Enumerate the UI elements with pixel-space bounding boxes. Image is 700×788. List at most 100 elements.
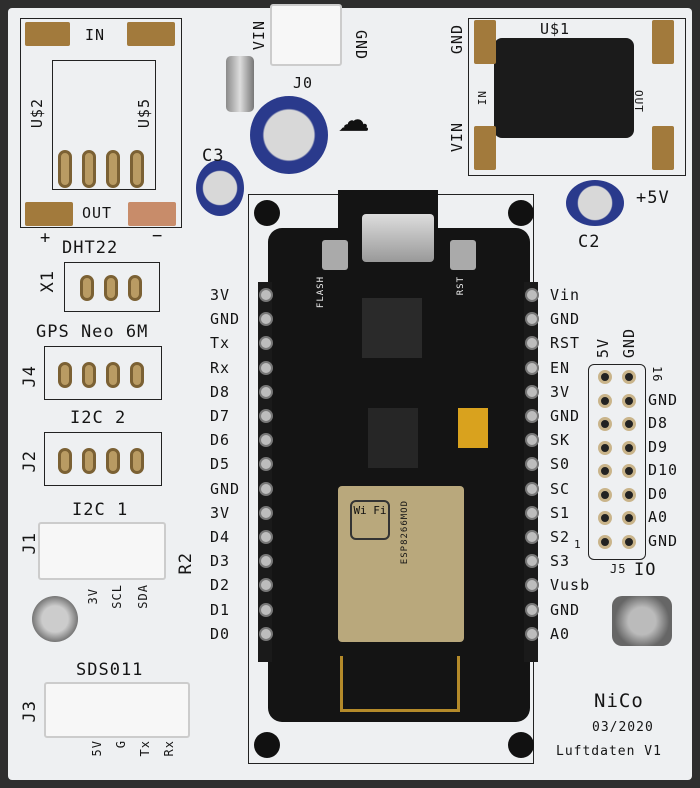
us2-label: U$2 xyxy=(28,98,46,129)
mounting-hole xyxy=(508,200,534,226)
power-connector-j0[interactable] xyxy=(270,4,342,66)
left-pin-label: D2 xyxy=(210,576,231,595)
rst-label: RST xyxy=(456,276,466,296)
mounting-hole xyxy=(508,732,534,758)
i2c1-pin: 3V xyxy=(86,588,100,605)
header-pin xyxy=(259,578,273,593)
j5-5v-label: 5V xyxy=(594,338,612,359)
out-label: OUT xyxy=(82,204,113,222)
header-pin xyxy=(525,384,539,399)
reset-button[interactable] xyxy=(450,240,476,270)
us1-label: U$1 xyxy=(540,20,571,38)
j5-pin xyxy=(598,393,612,408)
micro-usb-port[interactable] xyxy=(362,214,434,262)
buck-vin-label: VIN xyxy=(448,122,466,153)
r2-label: R2 xyxy=(176,552,196,575)
j5-pin xyxy=(598,511,612,525)
plus5v-label: +5V xyxy=(636,188,670,208)
header-pin xyxy=(525,505,539,520)
j5-pin xyxy=(622,417,636,431)
regulator-footprint xyxy=(52,60,156,190)
j5-right-label: A0 xyxy=(648,508,669,526)
dht22-connector[interactable] xyxy=(64,262,160,312)
left-pin-label: 3V xyxy=(210,503,231,522)
gps-connector[interactable] xyxy=(44,346,162,400)
sds011-connector[interactable] xyxy=(44,682,190,738)
j3-label: J3 xyxy=(20,700,40,723)
sds-pin: Tx xyxy=(138,740,152,757)
header-pin xyxy=(259,530,273,544)
pad xyxy=(58,150,72,188)
capacitor xyxy=(250,96,328,174)
wifi-logo: Wi Fi xyxy=(350,500,390,540)
pad xyxy=(128,202,176,226)
right-pin-label: S0 xyxy=(550,455,571,474)
header-pin xyxy=(525,481,539,496)
j5-label: J5 xyxy=(610,562,627,576)
date-label: 03/2020 xyxy=(592,720,654,735)
j5-pin xyxy=(598,534,612,549)
right-pin-label: GND xyxy=(550,310,581,329)
header-pin xyxy=(259,384,273,399)
pcb-antenna xyxy=(340,656,460,712)
j5-pin xyxy=(598,487,612,502)
j5-header[interactable] xyxy=(588,364,646,560)
j5-pin16-label: 16 xyxy=(650,366,664,383)
header-pin xyxy=(259,626,273,641)
standoff xyxy=(226,56,254,112)
right-pin-label: RST xyxy=(550,334,581,353)
left-pin-label: D3 xyxy=(210,552,231,571)
standoff xyxy=(612,596,672,646)
left-pin-label: Tx xyxy=(210,334,231,353)
header-pin xyxy=(525,457,539,472)
j5-pin xyxy=(598,417,612,431)
pad xyxy=(106,150,120,188)
pad xyxy=(80,275,94,301)
j5-right-label: D9 xyxy=(648,437,669,456)
right-pin-label: GND xyxy=(550,407,581,425)
j5-right-label: D8 xyxy=(648,414,669,432)
header-pin xyxy=(259,481,273,496)
i2c2-connector[interactable] xyxy=(44,432,162,486)
left-pin-label: Rx xyxy=(210,358,231,377)
left-pin-label: GND xyxy=(210,310,241,329)
i2c1-connector[interactable] xyxy=(38,522,166,580)
right-pin-label: S3 xyxy=(550,552,571,571)
j0-label: J0 xyxy=(293,74,314,92)
i2c1-pin: SCL xyxy=(110,584,124,609)
header-pin xyxy=(259,312,273,327)
header-pin xyxy=(525,312,539,327)
header-pin xyxy=(525,288,539,302)
right-pin-label: 3V xyxy=(550,382,571,401)
j5-pin xyxy=(622,370,636,384)
cloud-wind-logo: ☁ xyxy=(338,84,370,144)
pad xyxy=(106,448,120,474)
pad xyxy=(474,126,496,170)
header-pin xyxy=(525,530,539,544)
header-pin xyxy=(525,626,539,641)
j5-pin xyxy=(622,511,636,525)
dht22-label: DHT22 xyxy=(62,238,119,258)
buck-in-label: IN xyxy=(476,90,489,106)
pad xyxy=(106,362,120,388)
sds-pin: Rx xyxy=(162,740,176,757)
pad xyxy=(58,362,72,388)
j1-label: J1 xyxy=(20,532,40,555)
pad xyxy=(127,22,175,46)
buck-outline xyxy=(468,18,686,176)
buck-out-label: OUT xyxy=(632,90,645,113)
right-pin-label: Vin xyxy=(550,286,581,304)
sds-pin: G xyxy=(114,740,128,749)
j5-pin xyxy=(622,393,636,408)
j4-label: J4 xyxy=(20,365,40,388)
header-pin xyxy=(525,554,539,569)
c3-label: C3 xyxy=(202,146,225,166)
project-label: Luftdaten V1 xyxy=(556,744,662,759)
flash-button[interactable] xyxy=(322,240,348,270)
standoff xyxy=(32,596,78,642)
module-label: ESP8266MOD xyxy=(400,500,410,565)
right-pin-label: GND xyxy=(550,600,581,619)
header-pin xyxy=(525,409,539,423)
header-pin xyxy=(259,409,273,423)
header-pin xyxy=(259,554,273,569)
